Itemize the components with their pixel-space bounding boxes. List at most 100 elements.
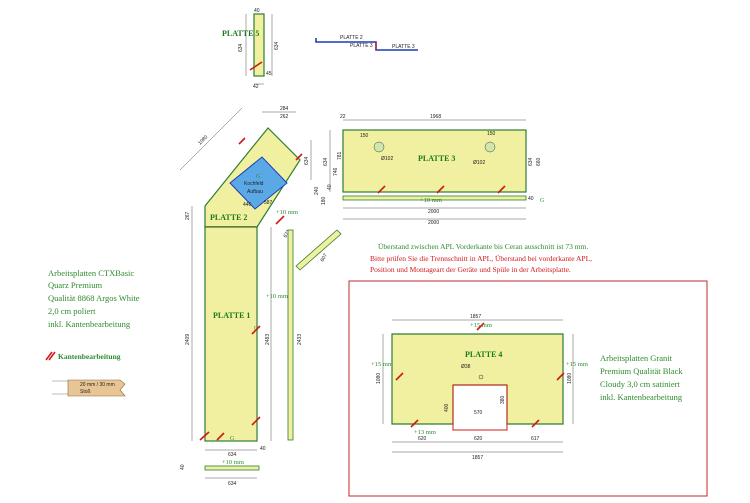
g-mark: G xyxy=(540,198,545,204)
overhang-p1-right: +10 mm xyxy=(266,293,288,300)
dim-label: 1857 xyxy=(472,455,483,461)
edge-mark xyxy=(497,185,506,194)
dim-label: 180 xyxy=(321,196,327,205)
edge-legend-title: Kantenbearbeitung xyxy=(58,352,121,361)
material-info-left: Arbeitsplatten CTXBasic Quarz Premium Qu… xyxy=(48,268,140,329)
dim-label: 1080 xyxy=(197,134,209,146)
edge-mark xyxy=(249,61,263,71)
plate-4-frame xyxy=(348,280,708,497)
note-check-1: Bitte prüfen Sie die Trennschnitt in APL… xyxy=(370,254,592,263)
dim-label: 1968 xyxy=(430,114,441,120)
dim-label: 746 xyxy=(333,167,339,176)
dim-label: 380 xyxy=(500,395,506,404)
dim-label: 42 xyxy=(253,84,259,90)
dim-label: 45 xyxy=(266,71,272,77)
info-line: Arbeitsplatten Granit xyxy=(600,353,673,363)
edge-sample-text: 20 mm / 30 mm xyxy=(80,382,115,388)
plate-5: PLATTE 5 634 634 40 45 42 xyxy=(222,8,280,90)
dim-label: 660 xyxy=(536,157,542,166)
edge-mark xyxy=(199,431,210,441)
edge-mark xyxy=(410,419,419,428)
section-label-3: PLATTE 3 xyxy=(392,44,415,50)
plate-3-body xyxy=(342,129,527,193)
dim-label: 634 xyxy=(228,452,237,458)
plate-5-body xyxy=(253,13,265,77)
hole-right xyxy=(484,141,496,153)
info-line: Qualität 8868 Argos White xyxy=(48,293,140,303)
dim-label: 150 xyxy=(487,131,496,137)
dim-label: 2483 xyxy=(265,334,271,345)
plate-5-label: PLATTE 5 xyxy=(222,29,259,38)
cooktop xyxy=(229,156,288,210)
plate-4: PLATTE 4 Ø38 570 400 380 +15 mm +15 mm +… xyxy=(371,314,588,461)
overhang-p4-bottom: +13 mm xyxy=(414,429,436,436)
dim-label: 240 xyxy=(314,186,320,195)
info-line: inkl. Kantenbearbeitung xyxy=(600,392,683,402)
material-info-right: Arbeitsplatten Granit Premium Qualität B… xyxy=(600,353,683,402)
cooktop-label-2: Aufbau xyxy=(247,189,263,195)
note-overhang: Überstand zwischen APL Vorderkante bis C… xyxy=(378,242,588,251)
edge-mark xyxy=(531,419,540,428)
edge-mark xyxy=(556,372,565,381)
dim-label: 1857 xyxy=(470,314,481,320)
overhang-p4-right: +15 mm xyxy=(566,361,588,368)
dim-label: 2433 xyxy=(297,334,303,345)
sink-cutout xyxy=(452,384,508,431)
plate-3-front-strip xyxy=(342,195,527,201)
dim-label: 634 xyxy=(238,43,244,52)
section-legend: PLATTE 2 PLATTE 3 PLATTE 3 xyxy=(315,35,418,51)
dim-label: Ø102 xyxy=(381,156,393,162)
info-line: 2,0 cm poliert xyxy=(48,306,96,316)
plate-1-side-strip xyxy=(287,229,294,441)
dim-label: 781 xyxy=(337,151,343,160)
plate-4-label: PLATTE 4 xyxy=(465,350,502,359)
dim-label: Ø102 xyxy=(473,160,485,166)
info-line: inkl. Kantenbearbeitung xyxy=(48,319,131,329)
dim-label: 671 xyxy=(283,229,292,239)
info-line: Premium Qualität Black xyxy=(600,366,683,376)
edge-mark xyxy=(436,185,445,194)
edge-mark xyxy=(377,185,386,194)
section-label-1: PLATTE 2 xyxy=(340,35,363,41)
dim-label: 2000 xyxy=(428,220,439,226)
dim-label: 40 xyxy=(180,464,186,470)
plate-3-label: PLATTE 3 xyxy=(418,154,455,163)
dim-label: 262 xyxy=(280,114,289,120)
overhang-p4-top: +15 mm xyxy=(470,322,492,329)
edge-mark xyxy=(295,153,303,161)
plate-3: PLATTE 3 Ø102 Ø102 150 150 G +10 mm 1968… xyxy=(323,114,545,226)
overhang-p2: +10 mm xyxy=(276,209,298,216)
tap-hole xyxy=(478,374,484,380)
overhang-p3: +10 mm xyxy=(420,197,442,204)
dim-label: Ø38 xyxy=(461,364,471,370)
dim-label: 634 xyxy=(528,157,534,166)
dim-label: 2409 xyxy=(185,334,191,345)
dim-label: 400 xyxy=(444,403,450,412)
edge-mark xyxy=(395,372,404,381)
edge-mark xyxy=(251,416,261,426)
dim-label: 446 xyxy=(243,202,252,208)
section-label-2: PLATTE 3 xyxy=(350,43,373,49)
dim-label: 40 xyxy=(254,8,260,14)
plate-1: PLATTE 1 G G +10 mm 2409 2483 2433 634 6… xyxy=(180,226,342,487)
plate-2-label: PLATTE 2 xyxy=(210,213,247,222)
dim-label: 150 xyxy=(360,133,369,139)
edge-mark xyxy=(476,322,485,331)
dim-label: 607 xyxy=(320,253,329,263)
dim-label: 1080 xyxy=(567,373,573,384)
info-line: Quarz Premium xyxy=(48,280,102,290)
info-line: Arbeitsplatten CTXBasic xyxy=(48,268,134,278)
overhang-p1-bottom: +10 mm xyxy=(222,459,244,466)
note-check-2: Position und Montageart der Geräte und S… xyxy=(370,265,571,274)
plate-1-body xyxy=(204,226,258,442)
dim-label: 2000 xyxy=(428,209,439,215)
plate-2-side-strip xyxy=(295,229,342,271)
g-mark: G xyxy=(230,436,235,442)
edge-legend-icon xyxy=(45,351,53,361)
dim-label: 284 xyxy=(280,106,289,112)
dim-label: 40 xyxy=(260,446,266,452)
dim-label: 1080 xyxy=(376,373,382,384)
overhang-p4-left: +15 mm xyxy=(371,361,393,368)
edge-mark xyxy=(238,137,246,145)
plate-1-bottom-strip xyxy=(204,465,260,471)
